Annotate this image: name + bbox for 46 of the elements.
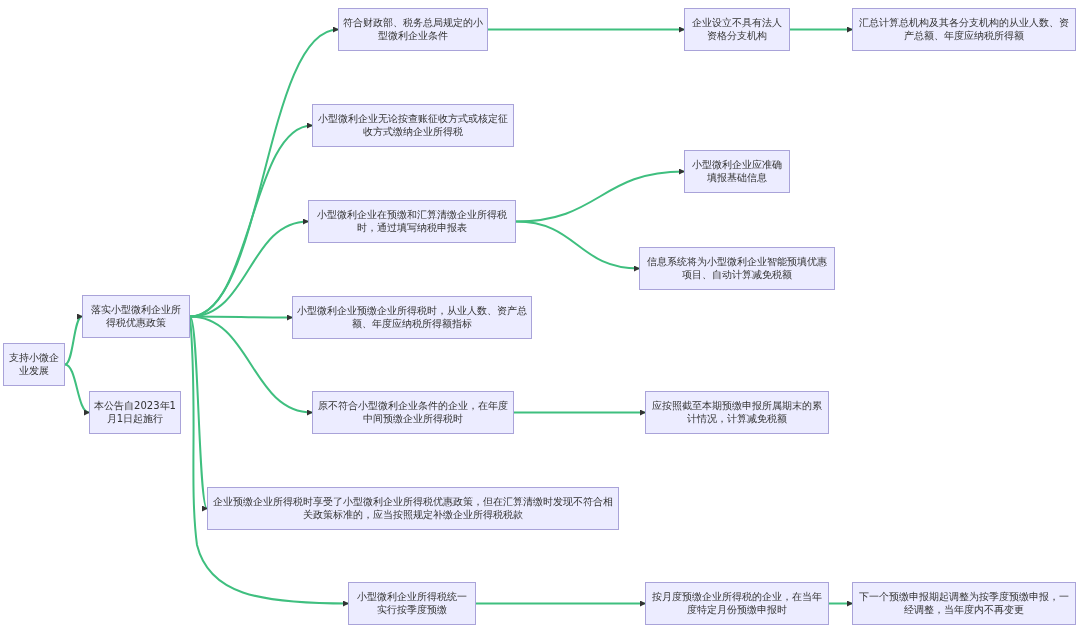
- arrow: [189, 315, 208, 510]
- arrow: [828, 600, 853, 607]
- process-box: [852, 582, 1076, 625]
- node-label: 符合财政部、税务总局规定的小型微利企业条件: [343, 17, 483, 42]
- process-box: [82, 295, 190, 338]
- node-label: 信息系统将为小型微利企业智能预填优惠项目、自动计算减免税额: [646, 256, 828, 281]
- arrow: [64, 315, 83, 366]
- node-label: 小型微利企业在预缴和汇算清缴企业所得税时，通过填写纳税申报表: [316, 209, 508, 234]
- process-box: [645, 391, 829, 434]
- process-box: [292, 296, 532, 339]
- node-label: 下一个预缴申报期起调整为按季度预缴申报，一经调整，当年度内不再变更: [858, 591, 1070, 616]
- process-box: [308, 200, 516, 243]
- arrow: [189, 219, 309, 318]
- process-box: [312, 391, 514, 434]
- node-label: 企业设立不具有法人资格分支机构: [691, 17, 783, 42]
- arrow: [513, 409, 646, 416]
- process-box: [338, 8, 488, 51]
- node-label: 本公告自2023年1月1日起施行: [94, 400, 176, 425]
- process-box: [645, 582, 829, 625]
- process-box: [348, 582, 476, 625]
- node-label: 汇总计算总机构及其各分支机构的从业人数、资产总额、年度应纳税所得额: [858, 17, 1070, 42]
- node-label: 支持小微企业发展: [8, 352, 60, 377]
- arrow: [475, 600, 646, 607]
- arrow: [189, 315, 313, 415]
- node-label: 小型微利企业所得税统一实行按季度预缴: [356, 591, 468, 616]
- node-label: 小型微利企业无论按查账征收方式或核定征收方式缴纳企业所得税: [317, 113, 509, 138]
- node-label: 小型微利企业应准确填报基础信息: [691, 159, 783, 184]
- process-box: [684, 150, 790, 193]
- process-box: [312, 104, 514, 147]
- arrow: [487, 26, 685, 33]
- node-label: 落实小型微利企业所得税优惠政策: [90, 304, 182, 329]
- node-label: 企业预缴企业所得税时享受了小型微利企业所得税优惠政策，但在汇算清缴时发现不符合相关政策标准的，应当按照规定补缴企业所得税税款: [212, 496, 614, 521]
- process-box: [89, 391, 181, 434]
- node-label: 按月度预缴企业所得税的企业，在当年度特定月份预缴申报时: [651, 591, 823, 616]
- process-box: [639, 247, 835, 290]
- node-label: 应按照截至本期预缴申报所属期末的累计情况，计算减免税额: [651, 400, 823, 425]
- node-label: 原不符合小型微利企业条件的企业，在年度中间预缴企业所得税时: [317, 400, 509, 425]
- process-box: [207, 487, 619, 530]
- process-box: [3, 343, 65, 386]
- arrow: [515, 220, 640, 272]
- process-box: [684, 8, 790, 51]
- arrow: [515, 168, 685, 223]
- arrow: [64, 363, 90, 414]
- node-label: 小型微利企业预缴企业所得税时，从业人数、资产总额、年度应纳税所得额指标: [297, 305, 527, 330]
- arrow: [789, 26, 853, 33]
- process-box: [852, 8, 1076, 51]
